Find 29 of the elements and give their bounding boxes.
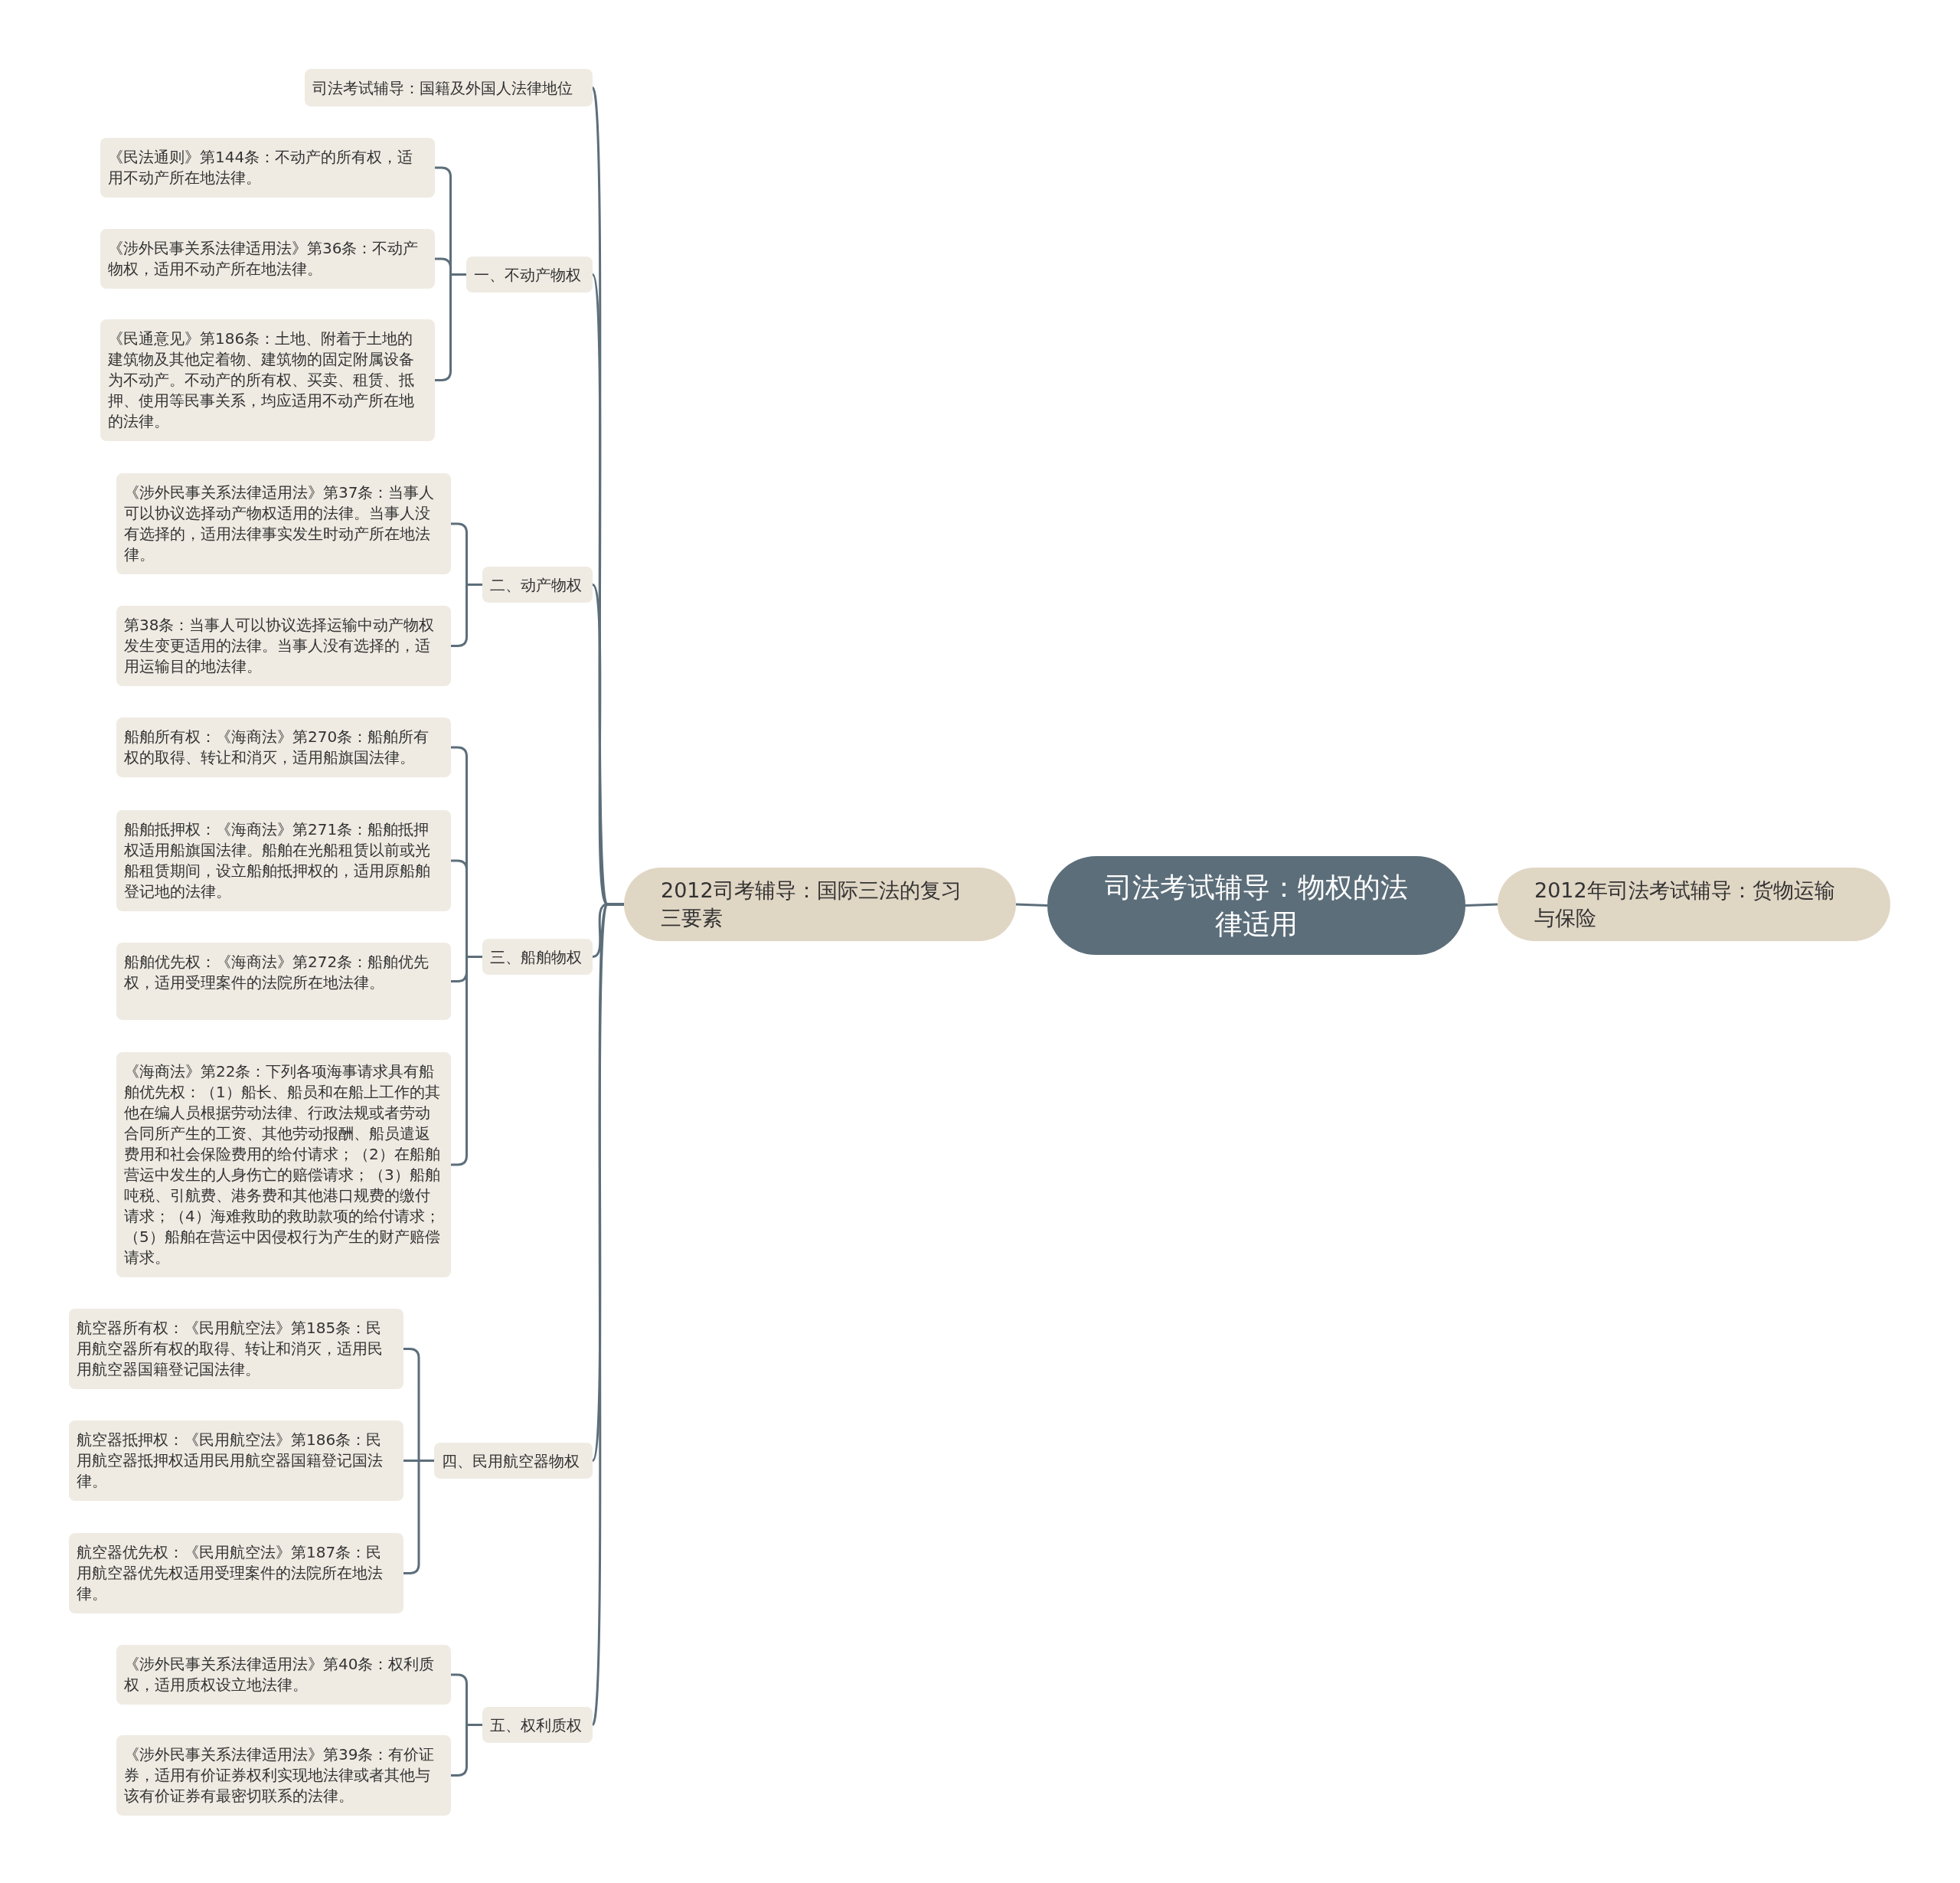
subtopic-box: 四、民用航空器物权	[434, 1443, 593, 1479]
note-box: 船舶抵押权：《海商法》第271条：船舶抵押权适用船旗国法律。船舶在光船租赁以前或光船租赁期间，设立船舶抵押权的，适用原船舶登记地的法律。	[116, 809, 451, 911]
subtopic-box: 二、动产物权	[482, 567, 593, 603]
note-box: 《涉外民事关系法律适用法》第36条：不动产物权，适用不动产所在地法律。	[100, 229, 435, 289]
subtopic-box: 司法考试辅导：国籍及外国人法律地位	[305, 69, 593, 106]
topic-box: 2012司考辅导：国际三法的复习三要素	[624, 868, 1016, 941]
central-topic: 司法考试辅导：物权的法律适用	[1047, 856, 1465, 955]
connector-line	[1015, 903, 1048, 907]
note-box: 航空器所有权：《民用航空法》第185条：民用航空器所有权的取得、转让和消灭，适用民用航空器国籍登记国法律。	[69, 1309, 403, 1389]
subtopic-box: 三、船舶物权	[482, 939, 593, 975]
note-box: 航空器抵押权：《民用航空法》第186条：民用航空器抵押权适用民用航空器国籍登记国法律。	[69, 1420, 403, 1501]
subtopic-box: 五、权利质权	[482, 1707, 593, 1743]
note-box: 船舶所有权：《海商法》第270条：船舶所有权的取得、转让和消灭，适用船旗国法律。	[116, 718, 451, 777]
note-box: 第38条：当事人可以协议选择运输中动产物权发生变更适用的法律。当事人没有选择的，适用运输目的地法律。	[116, 605, 451, 686]
note-box: 船舶优先权：《海商法》第272条：船舶优先权，适用受理案件的法院所在地法律。	[116, 943, 451, 1020]
connector-line	[451, 1724, 482, 1777]
note-box: 《民通意见》第186条：土地、附着于土地的建筑物及其他定着物、建筑物的固定附属设备为不动产。不动产的所有权、买卖、租赁、抵押、使用等民事关系，均应适用不动产所在地的法律。	[100, 319, 435, 441]
subtopic-box: 一、不动产物权	[466, 257, 593, 293]
connector-line	[1465, 903, 1498, 907]
note-box: 航空器优先权：《民用航空法》第187条：民用航空器优先权适用受理案件的法院所在地法律。	[69, 1532, 403, 1613]
connector-line	[435, 273, 466, 381]
topic-box: 2012年司法考试辅导：货物运输与保险	[1498, 868, 1890, 941]
connector-line	[451, 584, 482, 647]
note-box: 《涉外民事关系法律适用法》第37条：当事人可以协议选择动产物权适用的法律。当事人没有选择的，适用法律事实发生时动产所在地法律。	[116, 473, 451, 574]
note-box: 《涉外民事关系法律适用法》第39条：有价证券，适用有价证券权利实现地法律或者其他与该有价证券有最密切联系的法律。	[116, 1735, 451, 1816]
note-box: 《民法通则》第144条：不动产的所有权，适用不动产所在地法律。	[100, 138, 435, 198]
connector-line	[451, 956, 482, 1166]
note-box: 《涉外民事关系法律适用法》第40条：权利质权，适用质权设立地法律。	[116, 1644, 451, 1705]
note-box: 《海商法》第22条：下列各项海事请求具有船舶优先权：（1）船长、船员和在船上工作的其他在编人员根据劳动法律、行政法规或者劳动合同所产生的工资、其他劳动报酬、船员遣返费用和社会保险费用的给付请求；（2）在船舶营运中发生的人身伤亡的赔偿请求；（3）船舶吨税、引航费、港务费和其他港口规费的缴付请求；（4）海难救助的救助款项的给付请求；（5）船舶在营运中因侵权行为产生的财产赔偿请求。	[116, 1051, 451, 1277]
